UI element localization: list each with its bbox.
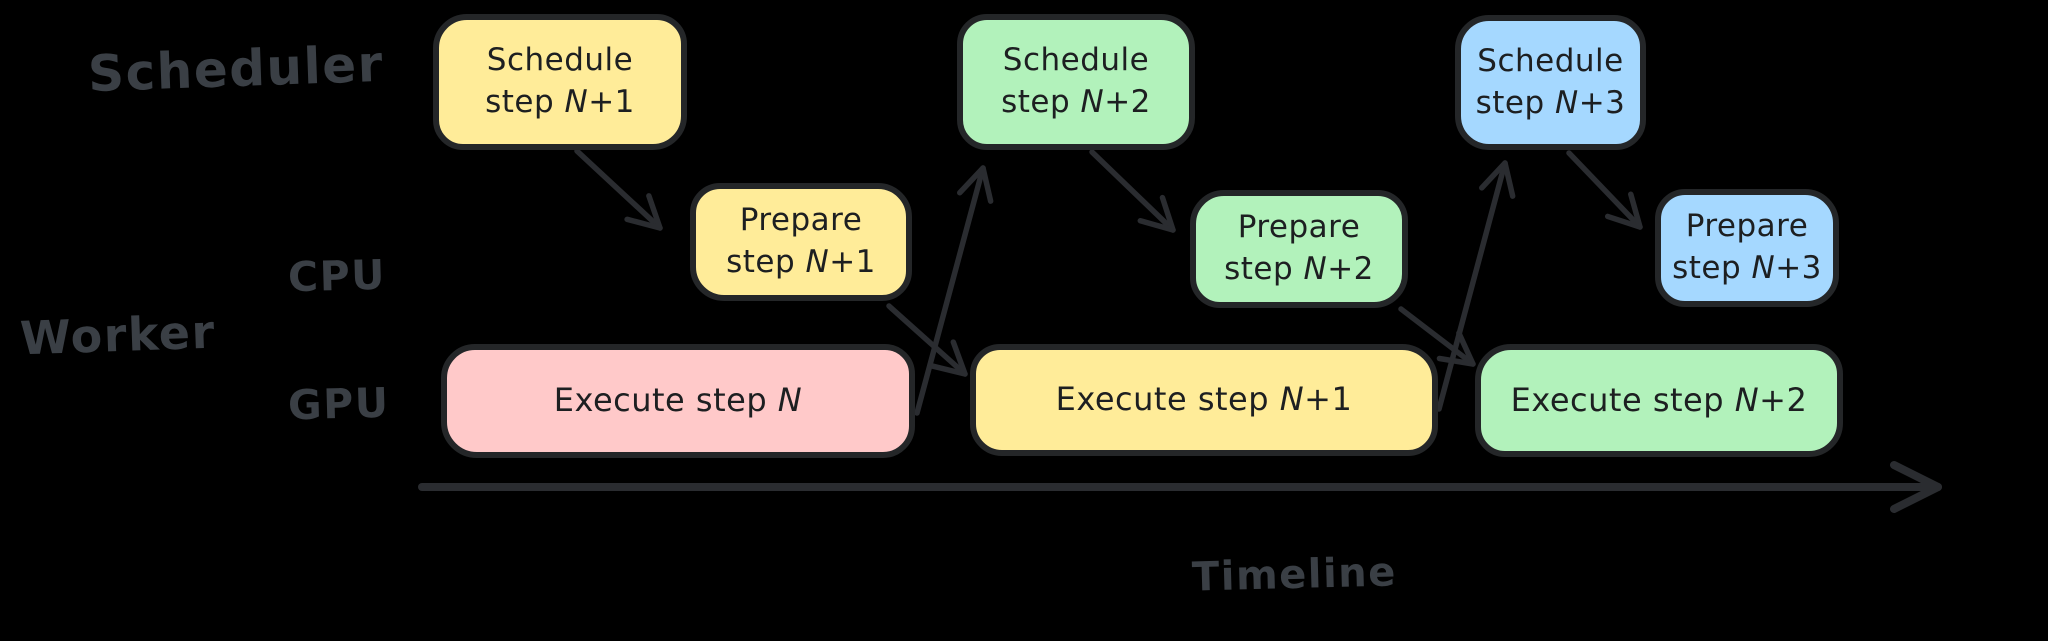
box-label-line: step N+1: [726, 244, 876, 280]
box-label-line: Schedule: [1477, 42, 1624, 79]
arrow-schedule-n3-to-prepare-n3: [1566, 150, 1643, 230]
row-label-scheduler: Scheduler: [87, 34, 385, 104]
box-label-line: step N+3: [1672, 250, 1822, 286]
box-execute-step-n-plus-1: Execute step N+1: [970, 344, 1438, 456]
box-label-line: Schedule: [1002, 42, 1150, 79]
row-label-worker: Worker: [19, 304, 217, 366]
timeline-label: Timeline: [1191, 549, 1398, 601]
row-label-gpu: GPU: [287, 378, 391, 430]
box-prepare-step-n-plus-1: Prepare step N+1: [690, 183, 912, 301]
box-label-line: Execute step N+2: [1510, 380, 1808, 419]
box-label-line: step N+2: [1224, 251, 1374, 287]
box-prepare-step-n-plus-2: Prepare step N+2: [1190, 190, 1408, 308]
box-label-line: Schedule: [486, 42, 634, 79]
box-label-line: Prepare: [1685, 208, 1809, 245]
box-schedule-step-n-plus-2: Schedule step N+2: [957, 14, 1195, 150]
arrow-schedule-n1-to-prepare-n1: [574, 148, 663, 231]
box-execute-step-n: Execute step N: [441, 344, 915, 458]
arrow-schedule-n2-to-prepare-n2: [1089, 149, 1176, 233]
box-prepare-step-n-plus-3: Prepare step N+3: [1655, 189, 1839, 307]
box-label-line: step N+3: [1475, 84, 1626, 121]
box-schedule-step-n-plus-1: Schedule step N+1: [433, 14, 687, 150]
box-label-line: step N+1: [485, 84, 635, 120]
box-label-line: Execute step N: [553, 381, 803, 420]
box-execute-step-n-plus-2: Execute step N+2: [1475, 344, 1843, 457]
box-label-line: Execute step N+1: [1055, 380, 1353, 419]
box-label-line: Prepare: [739, 202, 863, 239]
box-label-line: Prepare: [1237, 209, 1361, 246]
box-label-line: step N+2: [1001, 84, 1151, 120]
box-schedule-step-n-plus-3: Schedule step N+3: [1455, 15, 1646, 150]
row-label-cpu: CPU: [287, 250, 387, 302]
